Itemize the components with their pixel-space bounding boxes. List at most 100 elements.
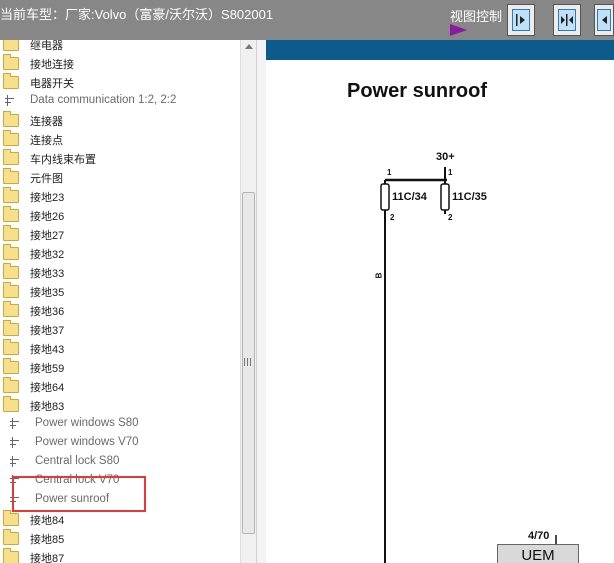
tree-item[interactable]: 接地35 <box>0 282 240 302</box>
component-11c35-label: 11C/35 <box>452 191 487 203</box>
tree-item[interactable]: Power windows V70 <box>0 435 240 454</box>
folder-icon <box>3 73 19 89</box>
folder-icon <box>3 510 19 526</box>
folder-icon <box>3 358 19 374</box>
folder-icon <box>3 225 19 241</box>
scrollbar-thumb[interactable] <box>242 192 255 534</box>
tree-item[interactable]: Central lock S80 <box>0 454 240 473</box>
tree-item[interactable]: 接地84 <box>0 510 240 530</box>
tree-item-label: Power windows S80 <box>35 417 139 429</box>
tree-item-label: 接地64 <box>30 382 65 394</box>
folder-icon <box>3 40 19 51</box>
tree-item[interactable]: 接地23 <box>0 187 240 207</box>
folder-icon <box>3 529 19 545</box>
tree-item-label: 接地37 <box>30 325 65 337</box>
diagram-header-bar <box>266 40 614 60</box>
tree-item[interactable]: 接地59 <box>0 358 240 378</box>
tree-item-label: 接地36 <box>30 306 65 318</box>
component-tree[interactable]: 继电器接地连接电器开关 Data communication 1:2, 2:2 连接… <box>0 40 240 563</box>
folder-icon <box>3 396 19 412</box>
fit-right-icon <box>512 9 530 31</box>
collapse-button[interactable] <box>594 4 614 36</box>
folder-icon <box>3 244 19 260</box>
tree-item[interactable]: 车内线束布置 <box>0 149 240 169</box>
tree-item[interactable]: Power windows S80 <box>0 416 240 435</box>
tree-item-label: 接地84 <box>30 515 65 527</box>
folder-icon <box>3 187 19 203</box>
tree-item-label: 接地32 <box>30 249 65 261</box>
tree-item-label: 接地33 <box>30 268 65 280</box>
tree-item[interactable]: 接地32 <box>0 244 240 264</box>
collapse-icon <box>597 9 611 31</box>
tree-item[interactable]: 接地83 <box>0 396 240 416</box>
tree-item-label: Central lock S80 <box>35 455 120 467</box>
folder-icon <box>3 301 19 317</box>
component-11c34-label: 11C/34 <box>392 191 427 203</box>
tree-item[interactable]: 连接点 <box>0 130 240 150</box>
tree-item-label: 接地27 <box>30 230 65 242</box>
tree-item-label: 连接点 <box>30 135 63 147</box>
pin-label: 2 <box>390 213 395 222</box>
tree-item[interactable]: 接地87 <box>0 548 240 563</box>
fit-right-button[interactable] <box>507 4 535 36</box>
diagram-title: Power sunroof <box>347 80 488 102</box>
folder-icon <box>3 149 19 165</box>
document-icon <box>10 437 19 448</box>
tree-item-label: 电器开关 <box>30 78 74 90</box>
grip-icon <box>244 358 251 366</box>
tree-item[interactable]: 连接器 <box>0 111 240 131</box>
pin-label: 2 <box>448 213 453 222</box>
wiring-lines <box>380 167 557 563</box>
tree-item-label: 继电器 <box>30 40 63 52</box>
tree-item[interactable]: 接地36 <box>0 301 240 321</box>
selection-highlight <box>12 476 146 512</box>
tree-item[interactable]: 接地27 <box>0 225 240 245</box>
view-control-label: 视图控制 <box>450 9 503 24</box>
vehicle-model-title: 当前车型：厂家:Volvo（富豪/沃尔沃）S802001 <box>0 7 274 22</box>
tree-item-label: 接地59 <box>30 363 65 375</box>
tree-item[interactable]: 接地64 <box>0 377 240 397</box>
tree-item-label: 接地83 <box>30 401 65 413</box>
tree-item[interactable]: 接地85 <box>0 529 240 549</box>
tree-item[interactable]: 接地33 <box>0 263 240 283</box>
tree-item-label: 接地26 <box>30 211 65 223</box>
tree-item-label: 元件图 <box>30 173 63 185</box>
tree-item-label: Data communication 1:2, 2:2 <box>30 94 177 106</box>
fit-both-button[interactable] <box>553 4 581 36</box>
tree-item[interactable]: 继电器 <box>0 40 240 55</box>
tree-item-label: 接地35 <box>30 287 65 299</box>
ref-label: 4/70 <box>528 530 550 542</box>
tree-item-label: 连接器 <box>30 116 63 128</box>
wire-color-label: B <box>374 272 384 279</box>
tree-item-label: 接地23 <box>30 192 65 204</box>
tree-item-label: 接地43 <box>30 344 65 356</box>
folder-icon <box>3 111 19 127</box>
tree-item[interactable]: 接地43 <box>0 339 240 359</box>
fit-both-icon <box>558 9 576 31</box>
tree-item[interactable]: 接地26 <box>0 206 240 226</box>
folder-icon <box>3 130 19 146</box>
folder-icon <box>3 54 19 70</box>
play-icon[interactable] <box>450 24 467 36</box>
tree-item-label: 车内线束布置 <box>30 154 96 166</box>
tree-item[interactable]: 元件图 <box>0 168 240 188</box>
scroll-up-icon[interactable] <box>245 44 253 49</box>
tree-scrollbar[interactable] <box>240 40 256 563</box>
document-icon <box>5 95 14 106</box>
tree-item[interactable]: 接地37 <box>0 320 240 340</box>
tree-item-label: 接地连接 <box>30 59 74 71</box>
folder-icon <box>3 206 19 222</box>
folder-icon <box>3 377 19 393</box>
uem-module: UEM <box>497 544 579 563</box>
tree-item-label: 接地85 <box>30 534 65 546</box>
tree-item[interactable]: 电器开关 <box>0 73 240 93</box>
tree-item[interactable]: 接地连接 <box>0 54 240 74</box>
folder-icon <box>3 320 19 336</box>
pane-divider[interactable] <box>256 40 266 563</box>
title-bar: 当前车型：厂家:Volvo（富豪/沃尔沃）S802001 视图控制 <box>0 0 614 40</box>
folder-icon <box>3 282 19 298</box>
pin-label: 1 <box>387 168 392 177</box>
wiring-diagram: Power sunroof 30+ 1 1 11C/34 11C/35 2 2 … <box>266 40 614 563</box>
tree-item[interactable]: Data communication 1:2, 2:2 <box>0 93 240 112</box>
folder-icon <box>3 339 19 355</box>
